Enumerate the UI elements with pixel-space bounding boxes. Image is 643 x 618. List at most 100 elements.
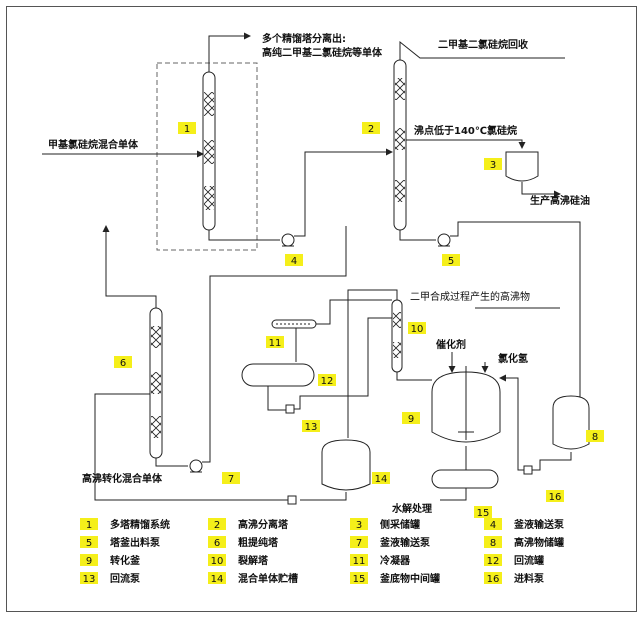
svg-text:8: 8 — [490, 538, 496, 549]
svg-text:釜液输送泵: 釜液输送泵 — [379, 536, 431, 549]
svg-text:进料泵: 进料泵 — [514, 572, 545, 585]
condenser-11 — [271, 319, 317, 329]
tower-1-overhead-line — [208, 32, 251, 72]
svg-text:1: 1 — [86, 520, 92, 531]
high-boiling-oil-line — [521, 182, 561, 198]
svg-text:10: 10 — [411, 324, 424, 335]
monomer-pump — [287, 495, 297, 505]
svg-text:14: 14 — [211, 574, 224, 585]
svg-text:14: 14 — [375, 474, 388, 485]
bottoms-tank-15 — [431, 469, 499, 489]
cracking-tower-10 — [391, 299, 403, 373]
tower-top-label-1: 多个精馏塔分离出: — [262, 32, 346, 45]
legend-item-10: 10 裂解塔 — [208, 554, 269, 567]
svg-text:釜液输送泵: 釜液输送泵 — [513, 518, 565, 531]
high-boiler-tank-8 — [552, 395, 590, 450]
svg-text:1: 1 — [184, 124, 190, 135]
svg-text:4: 4 — [291, 256, 297, 267]
tank-14-outlet — [300, 492, 347, 501]
svg-text:7: 7 — [356, 538, 362, 549]
system-1-boundary — [156, 62, 258, 251]
tower-1 — [202, 71, 216, 231]
hcl-label: 氯化氢 — [498, 352, 528, 365]
svg-text:回流泵: 回流泵 — [110, 572, 141, 585]
legend-item-12: 12 回流罐 — [484, 554, 544, 567]
feed-label: 甲基氯硅烷混合单体 — [48, 138, 139, 151]
legend-item-9: 9 转化釜 — [80, 554, 141, 567]
svg-text:回流罐: 回流罐 — [514, 554, 544, 567]
equipment-tag-2: 2 — [362, 122, 380, 135]
drum-12-outlet — [267, 386, 286, 411]
svg-text:3: 3 — [356, 520, 362, 531]
svg-text:12: 12 — [487, 556, 500, 567]
legend-item-14: 14 混合单体贮槽 — [208, 572, 298, 585]
tower-6-bottom — [155, 458, 188, 467]
reflux-drum-12 — [241, 363, 315, 387]
tower-6-overhead — [102, 225, 157, 308]
legend-item-7: 7 釜液输送泵 — [350, 536, 431, 549]
hydrolysis-label: 水解处理 — [391, 502, 432, 515]
monomer-return-line — [94, 393, 288, 501]
diagram-frame — [6, 6, 637, 612]
reflux-pump-13 — [285, 404, 295, 414]
svg-text:塔釜出料泵: 塔釜出料泵 — [110, 536, 161, 549]
condenser-vapor — [316, 299, 392, 325]
svg-text:3: 3 — [490, 160, 496, 171]
svg-text:转化釜: 转化釜 — [110, 554, 141, 567]
tank-8-outlet — [530, 452, 572, 471]
equipment-tag-10: 10 — [408, 322, 426, 335]
converted-mixture-label: 高沸转化混合单体 — [82, 472, 163, 485]
svg-text:13: 13 — [305, 422, 318, 433]
equipment-tag-6: 6 — [114, 356, 132, 369]
svg-text:釜底物中间罐: 釜底物中间罐 — [379, 572, 440, 585]
svg-text:混合单体贮槽: 混合单体贮槽 — [238, 572, 298, 585]
side-draw-line — [406, 139, 526, 149]
svg-text:多塔精馏系统: 多塔精馏系统 — [110, 518, 170, 531]
pump-4-discharge — [294, 148, 393, 237]
tower-top-label-2: 高纯二甲基二氯硅烷等单体 — [262, 46, 383, 59]
svg-text:侧采储罐: 侧采储罐 — [380, 518, 420, 531]
equipment-tag-11: 11 — [266, 336, 284, 349]
svg-text:16: 16 — [549, 492, 562, 503]
pump-16 — [523, 465, 533, 475]
svg-text:粗提纯塔: 粗提纯塔 — [238, 536, 279, 549]
pump-5-discharge — [450, 221, 581, 398]
svg-text:9: 9 — [86, 556, 92, 567]
svg-text:冷凝器: 冷凝器 — [380, 554, 411, 567]
reactor-9 — [431, 366, 501, 443]
svg-text:15: 15 — [353, 574, 366, 585]
svg-text:6: 6 — [214, 538, 220, 549]
equipment-tag-8: 8 — [586, 430, 604, 443]
tower-10-overhead — [347, 289, 398, 438]
equipment-tag-1: 1 — [178, 122, 196, 135]
svg-text:4: 4 — [490, 520, 496, 531]
tower-1-bottom-line — [208, 230, 280, 241]
equipment-tag-12: 12 — [318, 374, 336, 387]
legend-item-15: 15 釜底物中间罐 — [350, 572, 440, 585]
svg-text:9: 9 — [408, 414, 414, 425]
svg-text:5: 5 — [448, 256, 454, 267]
pump-5 — [437, 233, 451, 247]
legend-item-4: 4 釜液输送泵 — [484, 518, 565, 531]
tower-10-to-reactor — [396, 372, 432, 381]
low-boiling-label: 沸点低于140℃氯硅烷 — [414, 124, 517, 137]
legend-item-6: 6 粗提纯塔 — [208, 536, 279, 549]
svg-text:高沸物储罐: 高沸物储罐 — [514, 536, 564, 549]
high-boiling-oil-label: 生产高沸硅油 — [530, 194, 590, 207]
svg-text:裂解塔: 裂解塔 — [237, 554, 269, 567]
side-draw-tank-3 — [505, 151, 539, 182]
pump-7-discharge — [202, 226, 347, 463]
svg-text:2: 2 — [368, 124, 374, 135]
equipment-tag-4: 4 — [285, 254, 303, 267]
legend-item-3: 3 侧采储罐 — [350, 518, 420, 531]
svg-text:10: 10 — [211, 556, 224, 567]
reflux-line — [294, 317, 392, 410]
tower-2-overhead-line — [399, 40, 565, 60]
svg-text:11: 11 — [269, 338, 282, 349]
equipment-tag-14: 14 — [372, 472, 390, 485]
legend-item-1: 1 多塔精馏系统 — [80, 518, 170, 531]
